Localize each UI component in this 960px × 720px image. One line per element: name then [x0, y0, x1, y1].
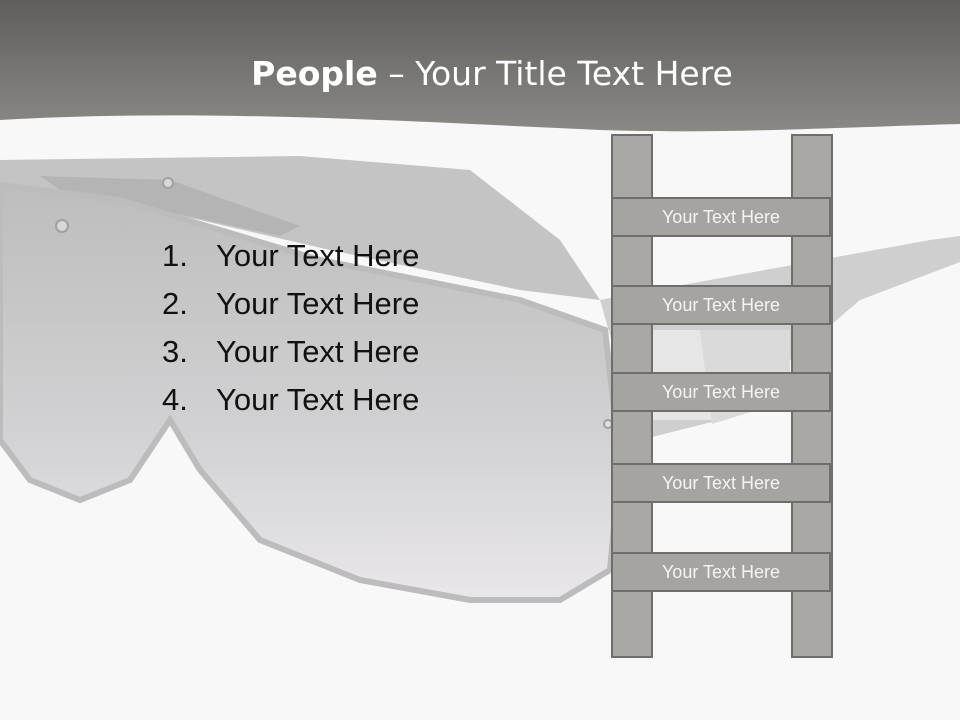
ladder-diagram: Your Text Here Your Text Here Your Text … — [610, 134, 836, 660]
list-item-text: Your Text Here — [216, 286, 420, 321]
ladder-rung-3: Your Text Here — [611, 372, 831, 412]
ladder-rung-2: Your Text Here — [611, 285, 831, 325]
numbered-list: 1. Your Text Here 2. Your Text Here 3. Y… — [162, 232, 419, 424]
list-item-number: 2. — [162, 286, 188, 321]
list-item-number: 1. — [162, 238, 188, 273]
list-item-text: Your Text Here — [216, 382, 420, 417]
title-bold-word: People — [251, 54, 378, 93]
ladder-rung-5: Your Text Here — [611, 552, 831, 592]
list-item: 1. Your Text Here — [162, 232, 419, 280]
ladder-rung-1: Your Text Here — [611, 197, 831, 237]
list-item-number: 3. — [162, 334, 188, 369]
list-item: 4. Your Text Here — [162, 376, 419, 424]
list-item-number: 4. — [162, 382, 188, 417]
title-rest: – Your Title Text Here — [377, 54, 733, 93]
slide-title: People – Your Title Text Here — [0, 52, 960, 96]
list-item-text: Your Text Here — [216, 238, 420, 273]
list-item: 2. Your Text Here — [162, 280, 419, 328]
ladder-rung-4: Your Text Here — [611, 463, 831, 503]
list-item: 3. Your Text Here — [162, 328, 419, 376]
list-item-text: Your Text Here — [216, 334, 420, 369]
